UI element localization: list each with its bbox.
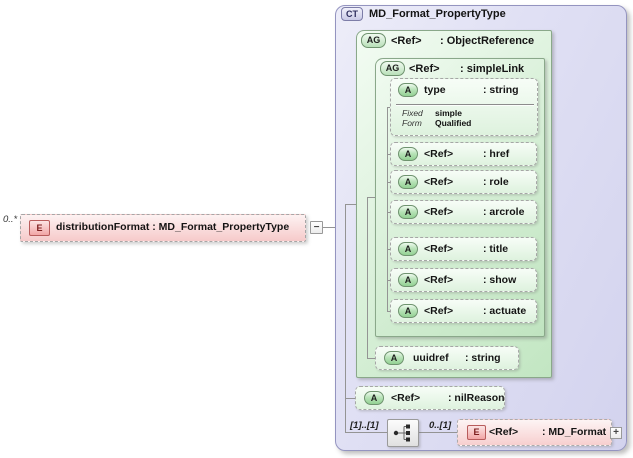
connector-line [345,204,356,205]
attribute-ref: <Ref> [424,206,454,218]
element-distributionFormat[interactable] [20,214,306,242]
element-ref: <Ref> [489,426,519,438]
attribute-badge: A [398,242,418,256]
attribute-arcrole[interactable]: A <Ref> : arcrole [390,200,537,224]
connector-line [387,182,390,183]
attribute-actuate[interactable]: A <Ref> : actuate [390,299,537,323]
collapse-toggle-icon[interactable]: − [310,221,323,234]
attribute-type-text: : arcrole [483,206,525,218]
facet-label: Form [402,118,422,128]
source-element-cardinality: 0..* [3,214,18,225]
attribute-ref: <Ref> [424,274,454,286]
element-badge: E [29,220,50,236]
connector-line [387,212,390,213]
attribute-ref: <Ref> [424,148,454,160]
attribute-ref: <Ref> [424,176,454,188]
expand-toggle-icon[interactable]: + [610,427,622,439]
attribute-badge: A [384,351,404,365]
complex-type-title: MD_Format_PropertyType [369,8,506,20]
connector-line [323,227,346,228]
attribute-name: uuidref [413,352,449,364]
attribute-ref: <Ref> [391,392,421,404]
connector-line [367,197,375,198]
element-badge: E [467,425,486,440]
attribute-uuidref[interactable]: A uuidref : string [375,346,519,370]
connector-line [387,249,390,250]
attribute-group-badge: AG [380,61,405,76]
object-reference-type: : ObjectReference [440,35,535,47]
sequence-cardinality: [1]..[1] [350,420,379,431]
simple-link-type: : simpleLink [460,63,525,75]
connector-line [345,398,355,399]
connector-line [387,311,390,312]
attribute-type-text: : href [483,148,510,160]
attribute-badge: A [398,304,418,318]
sequence-icon [393,424,410,442]
attribute-ref: <Ref> [424,243,454,255]
attribute-badge: A [398,175,418,189]
attribute-type-text: : title [483,243,509,255]
sequence-compositor[interactable] [387,419,419,447]
attribute-type[interactable]: A type : string Fixed simple Form Qualif… [390,78,538,136]
attribute-role[interactable]: A <Ref> : role [390,170,537,194]
object-reference-ref: <Ref> [391,35,422,47]
attribute-badge: A [364,391,384,405]
attribute-type-text: : show [483,274,517,286]
attribute-type-text: : actuate [483,305,527,317]
element-MD_Format[interactable]: E <Ref> : MD_Format [457,419,612,446]
attribute-ref: <Ref> [424,305,454,317]
facet-value: simple [435,108,462,118]
connector-line [387,280,390,281]
attribute-type-text: : string [483,84,519,96]
facet-divider [396,104,534,105]
connector-line [387,107,388,311]
facet-value: Qualified [435,118,472,128]
complex-type-badge: CT [341,7,363,21]
connector-line [387,154,390,155]
connector-line [345,204,346,433]
connector-line [345,432,387,433]
attribute-badge: A [398,273,418,287]
attribute-type-text: : role [483,176,509,188]
attribute-badge: A [398,83,418,97]
facet-label: Fixed [402,108,423,118]
connector-line [367,197,368,358]
facet-divider-highlight [396,105,534,106]
attribute-type-text: : nilReason [448,392,505,404]
attribute-badge: A [398,147,418,161]
attribute-type-text: : string [465,352,501,364]
connector-line [387,107,390,108]
attribute-badge: A [398,205,418,219]
attribute-show[interactable]: A <Ref> : show [390,268,537,292]
attribute-name: type [424,84,446,96]
attribute-title[interactable]: A <Ref> : title [390,237,537,261]
element-type-text: : MD_Format [542,426,607,438]
source-element-label: distributionFormat : MD_Format_PropertyT… [56,221,290,233]
attribute-group-badge: AG [361,33,386,48]
connector-line [417,432,457,433]
simple-link-ref: <Ref> [409,63,440,75]
md-format-cardinality: 0..[1] [429,420,452,431]
attribute-nilReason[interactable]: A <Ref> : nilReason [355,386,505,410]
attribute-href[interactable]: A <Ref> : href [390,142,537,166]
connector-line [367,358,375,359]
